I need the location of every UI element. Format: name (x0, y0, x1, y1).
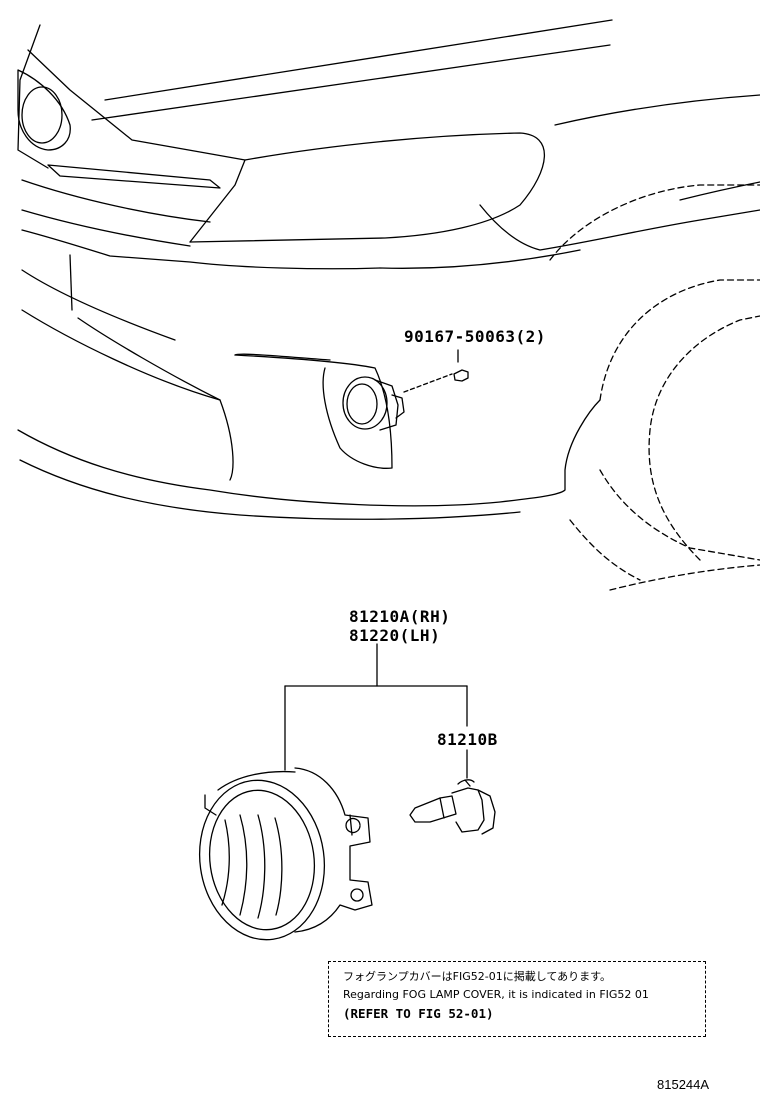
car-front-illustration (17, 19, 760, 591)
lamp-lh-part-number: 81220(LH) (349, 626, 441, 645)
fog-lamp-opening (234, 354, 393, 469)
fog-bulb (409, 779, 496, 835)
lamp-rh-part-number: 81210A(RH) (349, 607, 451, 626)
note-japanese: フォグランプカバーはFIG52-01に掲載してあります。 (343, 970, 611, 983)
note-box: フォグランプカバーはFIG52-01に掲載してあります。 Regarding F… (328, 961, 706, 1037)
screw-part (453, 369, 469, 382)
figure-id: 815244A (657, 1077, 710, 1092)
screw-part-number: 90167-50063(2) (404, 327, 546, 346)
note-reference: (REFER TO FIG 52-01) (343, 1006, 494, 1021)
installed-fog-lamp (342, 376, 388, 430)
leader-lines (284, 643, 468, 779)
headlight (17, 69, 71, 151)
fog-lamp-assembly (198, 767, 373, 941)
note-english: Regarding FOG LAMP COVER, it is indicate… (343, 988, 649, 1001)
bulb-part-number: 81210B (437, 730, 498, 749)
